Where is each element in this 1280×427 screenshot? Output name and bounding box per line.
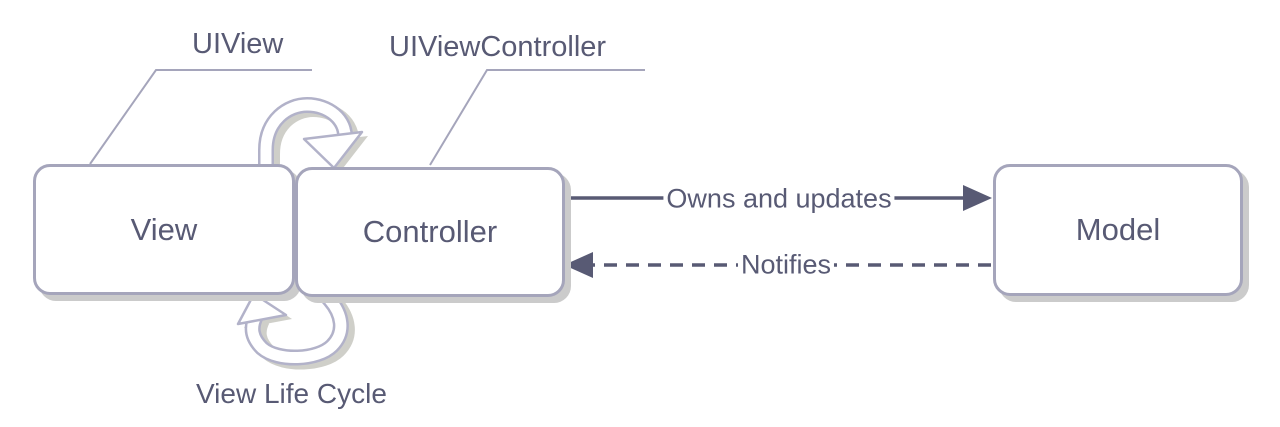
view-box: View xyxy=(33,164,295,295)
uiviewcontroller-callout-label: UIViewController xyxy=(389,31,607,63)
view-lifecycle-top-loop-icon xyxy=(258,96,368,176)
view-life-cycle-caption: View Life Cycle xyxy=(196,378,387,409)
model-box: Model xyxy=(993,164,1243,296)
model-box-label: Model xyxy=(1075,212,1161,247)
owns-and-updates-edge-label: Owns and updates xyxy=(663,183,895,215)
notifies-edge-label: Notifies xyxy=(737,249,835,281)
uiviewcontroller-callout-line xyxy=(429,69,645,166)
uiview-callout-label: UIView xyxy=(192,28,284,60)
controller-box: Controller xyxy=(295,167,565,297)
view-box-label: View xyxy=(130,211,198,247)
controller-box-label: Controller xyxy=(362,214,498,249)
view-lifecycle-bottom-loop-icon xyxy=(236,286,355,370)
uiview-callout-line xyxy=(89,69,312,165)
